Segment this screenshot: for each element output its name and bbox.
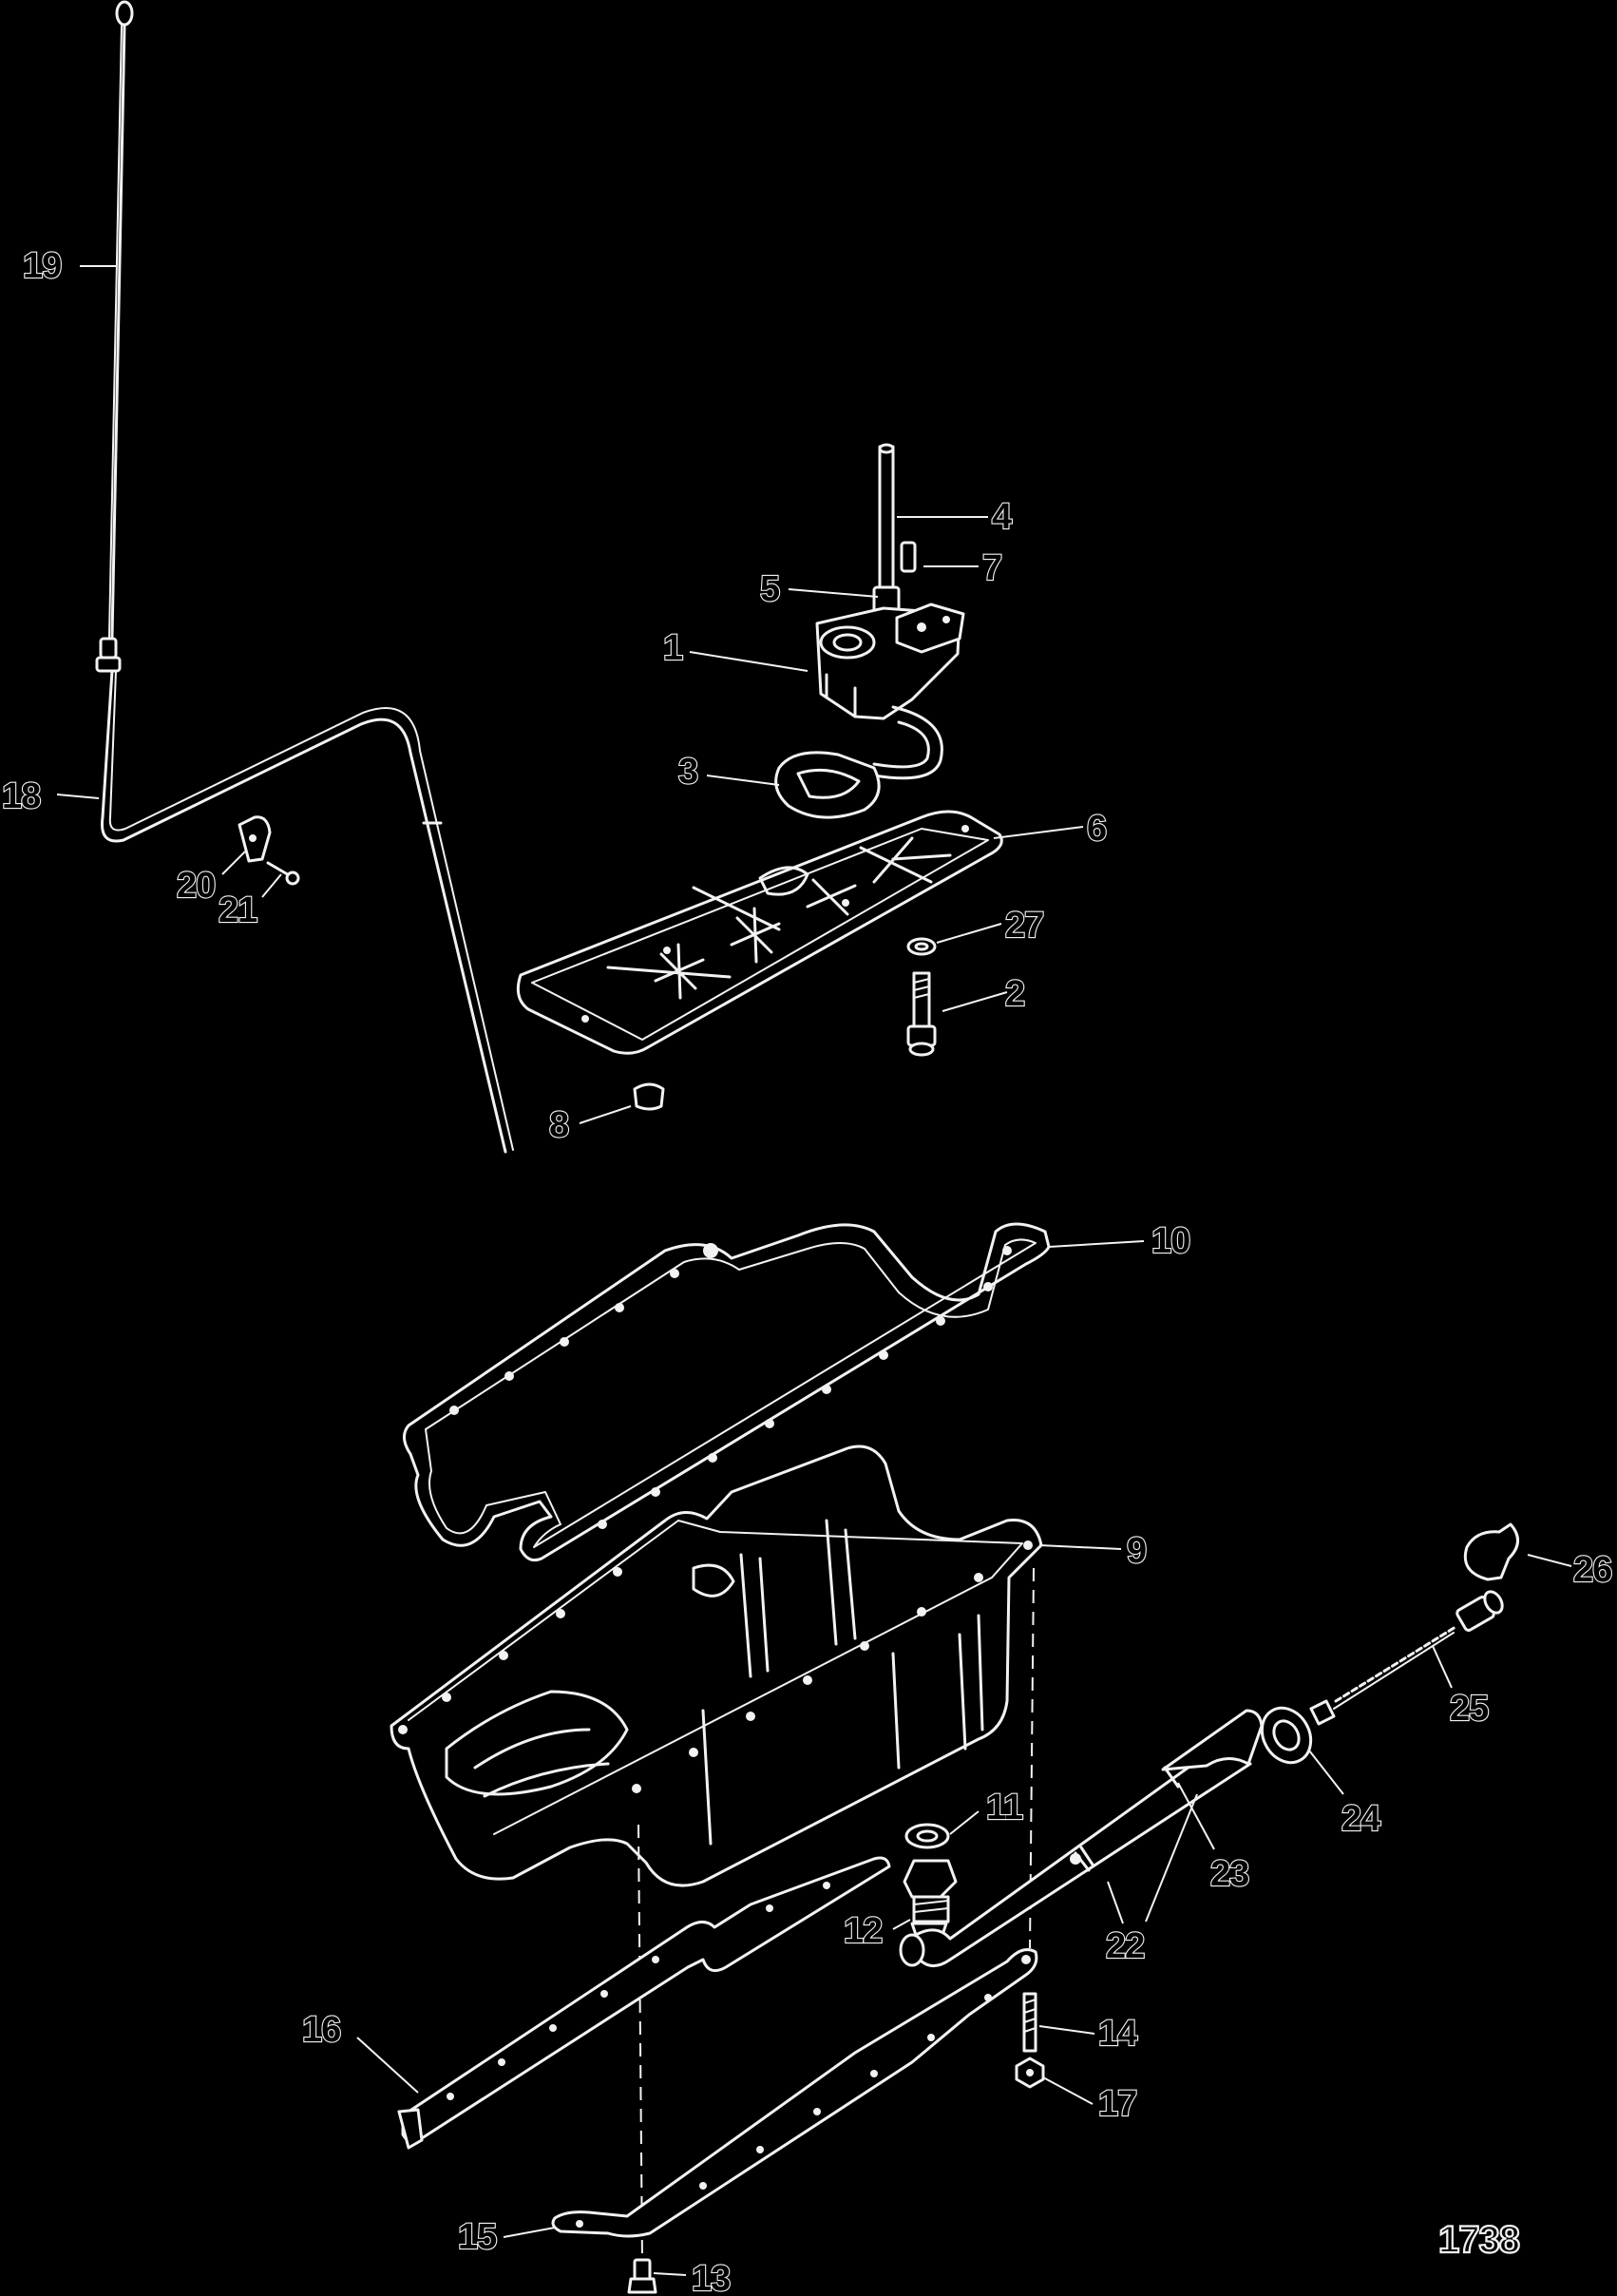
plug	[633, 1082, 665, 1111]
pump-drive-shaft	[872, 443, 901, 616]
dipstick-tube	[100, 669, 514, 1154]
callout-20: 20	[177, 866, 215, 906]
pump-bolt	[906, 971, 937, 1057]
callout-11: 11	[986, 1788, 1023, 1827]
callout-10: 10	[1151, 1221, 1189, 1261]
oil-pump	[815, 603, 965, 720]
pan-side-seal-left	[397, 1856, 891, 2150]
gasket-bolt-holes	[449, 1243, 1012, 1529]
leader-lines	[56, 265, 1572, 2276]
oil-pan-gasket	[403, 1222, 1051, 1562]
figure-number: 1738	[1438, 2219, 1520, 2261]
oil-drain-tube	[899, 1709, 1264, 1967]
callout-3: 3	[678, 752, 697, 792]
callout-7: 7	[982, 548, 1001, 588]
callout-19: 19	[23, 246, 61, 286]
oil-pan	[390, 1445, 1043, 1887]
callout-4: 4	[992, 497, 1012, 537]
pan-bolt	[627, 2258, 657, 2294]
oil-pickup-screen	[774, 705, 943, 819]
pan-flange-holes	[398, 1540, 1033, 1793]
callout-14: 14	[1098, 2014, 1137, 2054]
callout-23: 23	[1210, 1854, 1248, 1894]
grommet	[1260, 1706, 1313, 1765]
callout-21: 21	[219, 890, 257, 930]
callout-5: 5	[760, 569, 780, 609]
alignment-line-left	[637, 1824, 643, 2263]
callout-16: 16	[302, 2010, 340, 2050]
oil-level-sensor	[1309, 1590, 1504, 1726]
callout-27: 27	[1005, 906, 1043, 946]
callout-26: 26	[1573, 1550, 1611, 1590]
seal-right-holes	[576, 1955, 1031, 2228]
callout-24: 24	[1341, 1799, 1380, 1839]
tube-clip-and-screw	[238, 815, 300, 886]
callout-6: 6	[1087, 809, 1106, 849]
callout-8: 8	[549, 1105, 568, 1145]
drain-plug-washer	[904, 1823, 950, 1849]
callout-13: 13	[692, 2259, 730, 2296]
pan-side-seal-right	[551, 1948, 1038, 2238]
callout-18: 18	[2, 776, 40, 816]
callout-22: 22	[1106, 1926, 1144, 1966]
callout-labels: 1 2 3 4 5 6 7 8 9 10 11 12 13 14 15 16 1…	[1, 245, 1613, 2296]
callout-25: 25	[1450, 1689, 1489, 1729]
callout-1: 1	[663, 628, 683, 668]
callout-2: 2	[1005, 974, 1024, 1014]
callout-15: 15	[458, 2217, 497, 2257]
dowel-pin	[900, 541, 917, 573]
windage-tray-slots	[606, 836, 952, 1000]
callout-12: 12	[844, 1911, 882, 1951]
callout-9: 9	[1127, 1531, 1146, 1571]
stud-and-nut	[1015, 1992, 1045, 2089]
sensor-clip	[1463, 1522, 1519, 1581]
seal-left-holes	[447, 1882, 830, 2100]
callout-17: 17	[1098, 2084, 1136, 2124]
windage-tray	[516, 810, 1003, 1055]
washer	[906, 937, 937, 956]
dipstick	[95, 0, 134, 673]
